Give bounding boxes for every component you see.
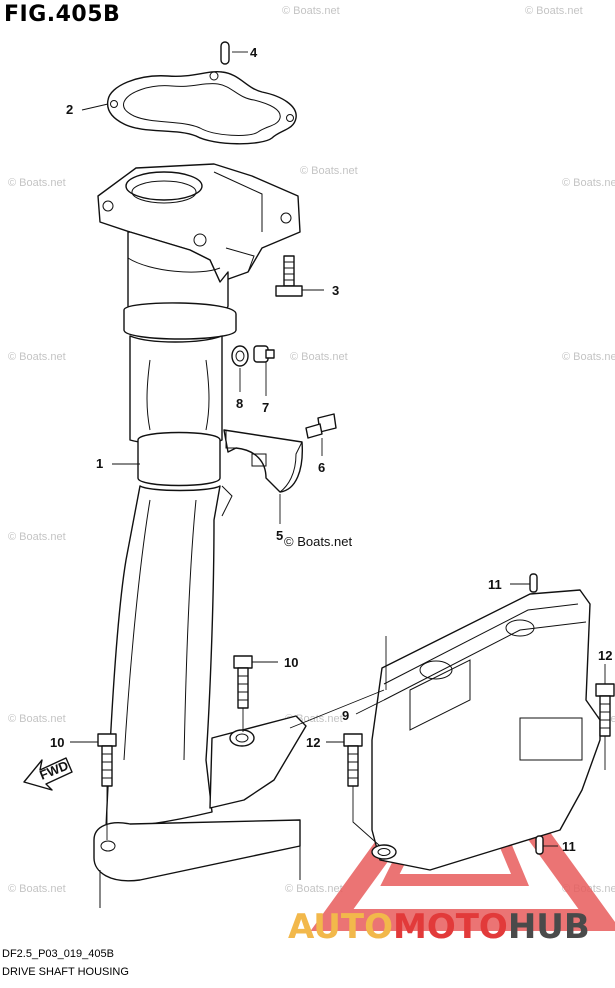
callout-12-right: 12 <box>598 648 612 663</box>
watermark-callout: © Boats.net <box>284 534 353 549</box>
callout-2: 2 <box>66 102 73 117</box>
callouts: 1 2 3 4 5 6 7 8 9 10 10 11 11 12 12 <box>50 45 612 854</box>
watermark: © Boats.net <box>8 531 66 543</box>
logo-moto: MOTO <box>393 907 508 947</box>
watermark: © Boats.net <box>300 165 358 177</box>
part-washer-8 <box>231 345 249 367</box>
watermark: © Boats.net <box>285 883 343 895</box>
watermark: © Boats.net <box>8 351 66 363</box>
part-cover-9 <box>289 589 601 871</box>
callout-3: 3 <box>332 283 339 298</box>
callout-9: 9 <box>342 708 349 723</box>
callout-12-left: 12 <box>306 735 320 750</box>
watermark: © Boats.net <box>290 351 348 363</box>
part-bolt-12-right <box>595 683 615 770</box>
part-pin-4 <box>220 41 230 65</box>
callout-8: 8 <box>236 396 243 411</box>
part-bolt-10-upper <box>233 655 253 732</box>
footer-name: DRIVE SHAFT HOUSING <box>2 966 129 978</box>
watermark: © Boats.net <box>562 351 615 363</box>
watermark: © Boats.net <box>8 713 66 725</box>
leader-lines <box>70 51 606 847</box>
part-pin-11-upper <box>529 573 538 593</box>
watermark: © Boats.net <box>525 5 583 17</box>
callout-4: 4 <box>250 45 258 60</box>
part-pin-11-lower <box>535 835 544 855</box>
callout-7: 7 <box>262 400 269 415</box>
callout-10-lower: 10 <box>50 735 64 750</box>
logo-hub: HUB <box>508 907 590 947</box>
watermark: © Boats.net <box>562 177 615 189</box>
part-bolt-3 <box>275 255 303 297</box>
fwd-arrow: FWD <box>23 757 73 791</box>
part-housing-1 <box>93 163 307 908</box>
callout-11-lower: 11 <box>562 839 576 854</box>
logo-wordmark: AUTOMOTOHUB <box>288 907 590 947</box>
callout-6: 6 <box>318 460 325 475</box>
part-clamp-5 <box>223 429 303 493</box>
callout-1: 1 <box>96 456 103 471</box>
part-gasket-2 <box>106 70 297 145</box>
watermark: © Boats.net <box>282 5 340 17</box>
logo-auto: AUTO <box>288 907 393 947</box>
footer-code: DF2.5_P03_019_405B <box>2 948 114 960</box>
part-bolt-6 <box>305 413 337 439</box>
watermark: © Boats.net <box>8 177 66 189</box>
watermark: © Boats.net <box>8 883 66 895</box>
svg-text:AUTOMOTOHUB: AUTOMOTOHUB <box>288 907 590 947</box>
figure-title: FIG.405B <box>4 2 121 27</box>
callout-11-upper: 11 <box>488 577 502 592</box>
callout-10-upper: 10 <box>284 655 298 670</box>
callout-5: 5 <box>276 528 283 543</box>
part-bolt-10-lower <box>97 733 117 840</box>
part-bolt-12-left <box>343 733 381 847</box>
part-plug-7 <box>253 345 275 363</box>
